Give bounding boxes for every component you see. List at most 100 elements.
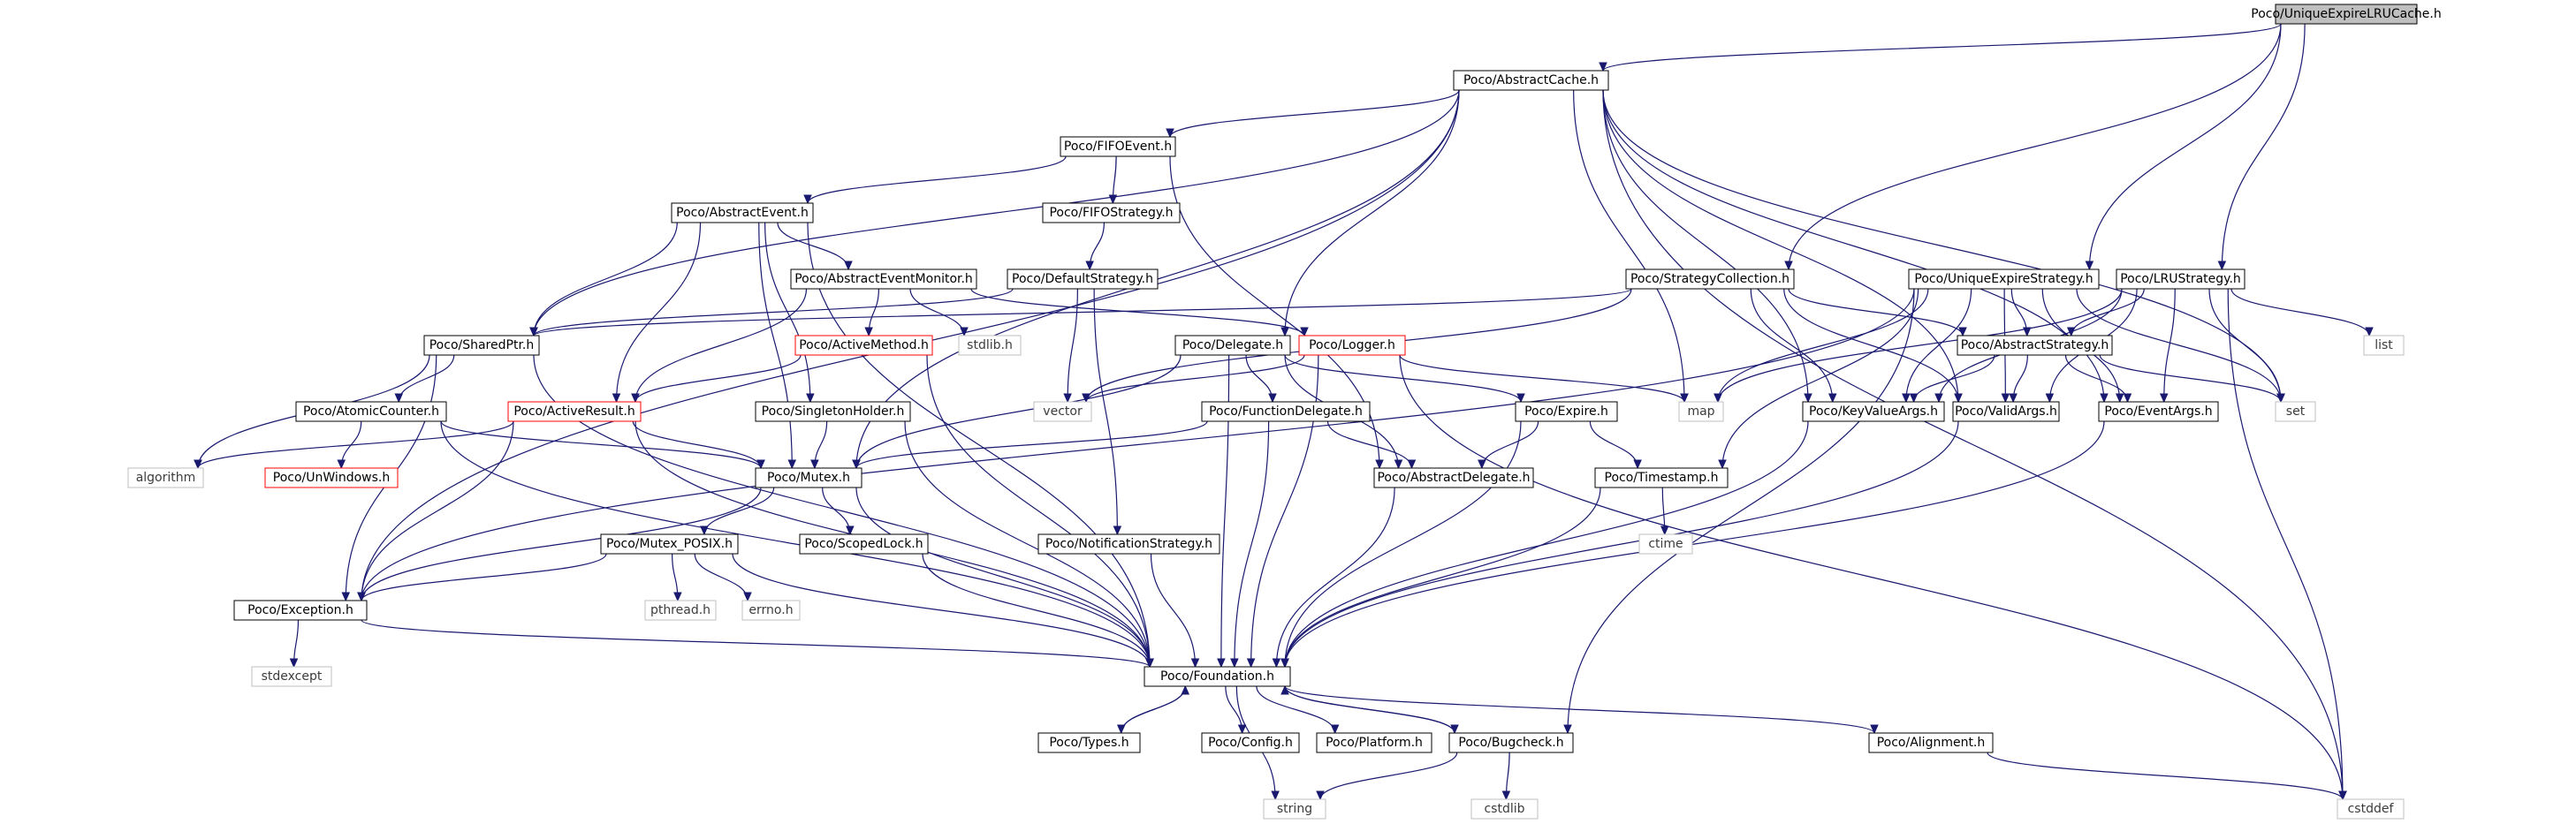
node-label: Poco/Mutex_POSIX.h <box>606 537 733 551</box>
node-foundation[interactable]: Poco/Foundation.h <box>1144 666 1291 687</box>
edge-types-to-foundation <box>1121 684 1190 734</box>
edge-line <box>361 420 514 601</box>
arrowhead-icon <box>2276 393 2285 404</box>
edge-line <box>361 619 1151 668</box>
node-label: Poco/UniqueExpireStrategy.h <box>1914 272 2093 286</box>
node-label: ctime <box>1648 537 1683 551</box>
node-label: vector <box>1043 404 1083 419</box>
edge-line <box>1750 288 1834 403</box>
edge-line <box>361 288 1915 601</box>
node-validargs[interactable]: Poco/ValidArgs.h <box>1952 401 2060 422</box>
node-exception[interactable]: Poco/Exception.h <box>233 600 368 621</box>
edge-exception-to-stdexcept <box>289 619 300 669</box>
node-lrustrategy[interactable]: Poco/LRUStrategy.h <box>2116 268 2245 290</box>
node-abstractdelegate[interactable]: Poco/AbstractDelegate.h <box>1373 467 1534 488</box>
node-scopedlock[interactable]: Poco/ScopedLock.h <box>799 533 929 555</box>
node-bugcheck[interactable]: Poco/Bugcheck.h <box>1448 732 1574 753</box>
node-activemethod[interactable]: Poco/ActiveMethod.h <box>794 335 933 356</box>
edge-line <box>1573 89 1685 403</box>
node-fifostrategy[interactable]: Poco/FIFOStrategy.h <box>1042 202 1181 223</box>
node-label: Poco/Platform.h <box>1326 736 1423 750</box>
node-functiondelegate[interactable]: Poco/FunctionDelegate.h <box>1201 401 1371 422</box>
edge-line <box>1783 288 1959 403</box>
edge-line <box>1284 487 1601 668</box>
node-label: Poco/SharedPtr.h <box>429 338 535 352</box>
arrowhead-icon <box>1934 393 1943 404</box>
arrowhead-icon <box>1272 658 1281 669</box>
node-abstractevent[interactable]: Poco/AbstractEvent.h <box>671 202 814 223</box>
arrowhead-icon <box>1954 393 1963 404</box>
node-mutexposix[interactable]: Poco/Mutex_POSIX.h <box>600 533 739 555</box>
node-map: map <box>1678 401 1724 422</box>
edge-functiondelegate-to-foundation <box>1230 420 1270 669</box>
arrowhead-icon <box>1217 658 1226 669</box>
node-algorithm: algorithm <box>127 467 204 488</box>
node-box <box>1033 401 1092 422</box>
edge-line <box>1602 23 2282 72</box>
arrowhead-icon <box>743 592 752 602</box>
edge-line <box>2163 288 2176 403</box>
node-sharedptr[interactable]: Poco/SharedPtr.h <box>423 335 540 356</box>
node-uniqueexpirestrategy[interactable]: Poco/UniqueExpireStrategy.h <box>1908 268 2100 290</box>
node-box <box>600 533 739 555</box>
node-label: Poco/Delegate.h <box>1182 338 1283 352</box>
node-types[interactable]: Poco/Types.h <box>1037 732 1141 753</box>
edge-line <box>904 420 1151 668</box>
node-keyvalueargs[interactable]: Poco/KeyValueArgs.h <box>1802 401 1945 422</box>
node-label: Poco/NotificationStrategy.h <box>1045 537 1212 551</box>
edge-line <box>1319 752 1458 800</box>
edge-lrustrategy-to-abstractstrategy <box>2066 288 2145 337</box>
node-mutex[interactable]: Poco/Mutex.h <box>755 467 862 488</box>
node-defaultstrategy[interactable]: Poco/DefaultStrategy.h <box>1007 268 1159 290</box>
node-box <box>1868 732 1994 753</box>
edge-line <box>1721 288 1919 469</box>
node-ctime: ctime <box>1638 533 1693 555</box>
edge-line <box>1399 354 1685 403</box>
node-logger[interactable]: Poco/Logger.h <box>1298 335 1406 356</box>
node-label: Poco/Mutex.h <box>767 471 850 485</box>
node-label: Poco/Exception.h <box>247 603 353 617</box>
node-platform[interactable]: Poco/Platform.h <box>1316 732 1432 753</box>
edge-fifoevent-to-abstractevent <box>803 155 1067 205</box>
node-eventargs[interactable]: Poco/EventArgs.h <box>2098 401 2219 422</box>
node-notificationstrategy[interactable]: Poco/NotificationStrategy.h <box>1037 533 1220 555</box>
node-config[interactable]: Poco/Config.h <box>1201 732 1300 753</box>
node-root[interactable]: Poco/UniqueExpireLRUCache.h <box>2251 4 2442 25</box>
node-errno: errno.h <box>741 600 801 621</box>
edge-sharedptr-to-atomiccounter <box>394 354 455 404</box>
node-abstractcache[interactable]: Poco/AbstractCache.h <box>1453 70 1609 91</box>
edge-functiondelegate-to-mutex <box>852 420 1208 470</box>
node-box <box>2275 4 2418 25</box>
arrowhead-icon <box>2338 790 2347 801</box>
node-expire[interactable]: Poco/Expire.h <box>1515 401 1618 422</box>
edge-lrustrategy-to-cstddef <box>2227 288 2347 801</box>
edge-activemethod-to-activeresult <box>631 354 802 404</box>
arrowhead-icon <box>1300 327 1309 337</box>
node-box <box>1201 732 1300 753</box>
edge-line <box>807 222 1151 668</box>
arrowhead-icon <box>1828 393 1837 404</box>
node-unwindows[interactable]: Poco/UnWindows.h <box>264 467 399 488</box>
node-atomiccounter[interactable]: Poco/AtomicCounter.h <box>295 401 447 422</box>
node-fifoevent[interactable]: Poco/FIFOEvent.h <box>1060 136 1176 157</box>
node-label: Poco/UnWindows.h <box>273 471 390 485</box>
edge-uniqueexpirestrategy-to-map <box>1714 288 1929 404</box>
node-activeresult[interactable]: Poco/ActiveResult.h <box>507 401 642 422</box>
arrowhead-icon <box>1375 459 1384 470</box>
node-strategycollection[interactable]: Poco/StrategyCollection.h <box>1625 268 1795 290</box>
node-abstractstrategy[interactable]: Poco/AbstractStrategy.h <box>1957 335 2113 356</box>
edge-abstractevent-to-activeresult <box>612 222 702 404</box>
node-box <box>1037 533 1220 555</box>
arrowhead-icon <box>2045 393 2055 404</box>
node-delegate[interactable]: Poco/Delegate.h <box>1174 335 1291 356</box>
arrowhead-icon <box>1108 194 1118 205</box>
node-timestamp[interactable]: Poco/Timestamp.h <box>1594 467 1729 488</box>
node-singletonholder[interactable]: Poco/SingletonHolder.h <box>755 401 911 422</box>
dependency-edges <box>194 23 2374 801</box>
node-label: Poco/Alignment.h <box>1877 736 1986 750</box>
node-alignment[interactable]: Poco/Alignment.h <box>1868 732 1994 753</box>
node-box <box>2098 401 2219 422</box>
arrowhead-icon <box>1714 393 1722 404</box>
arrowhead-icon <box>337 459 346 470</box>
node-abstracteventmonitor[interactable]: Poco/AbstractEventMonitor.h <box>790 268 977 290</box>
